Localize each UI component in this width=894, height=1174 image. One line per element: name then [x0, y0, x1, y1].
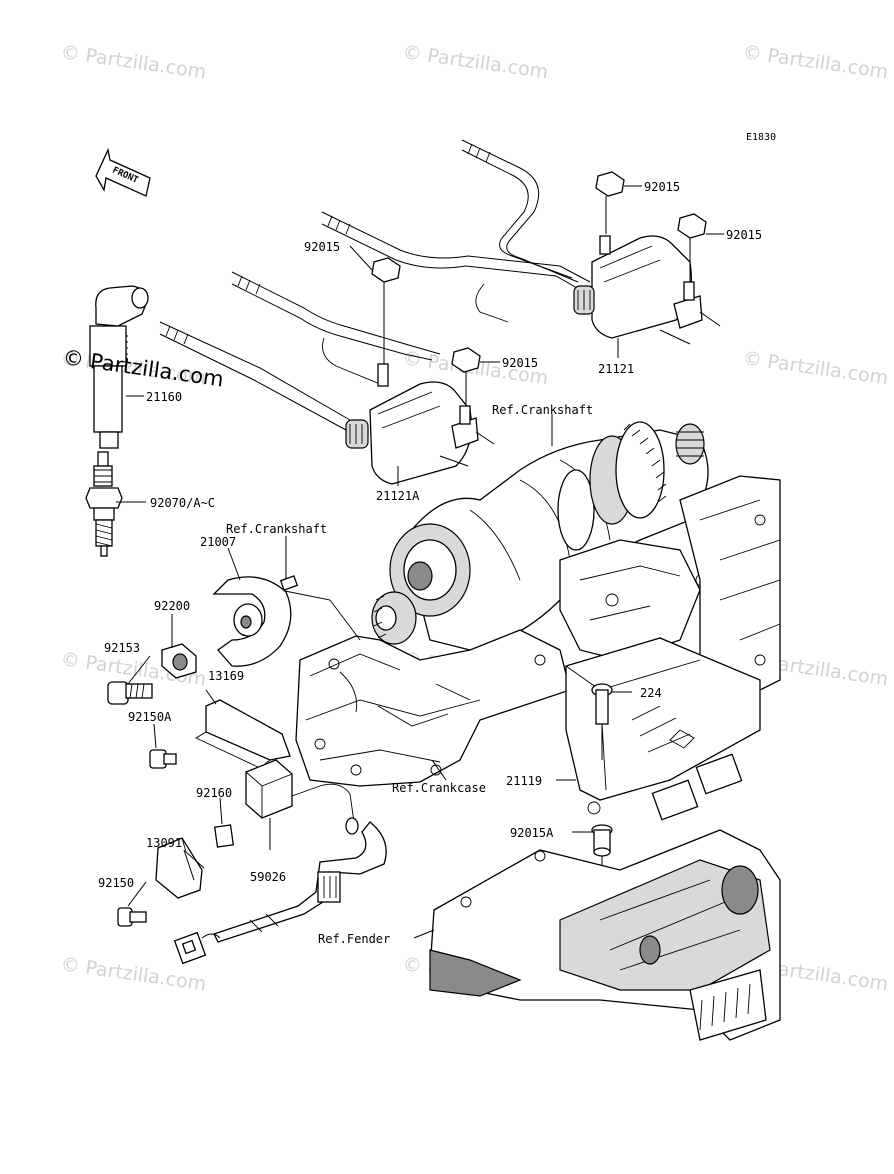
callout-21160: 21160 — [146, 390, 182, 404]
callout-92015: 92015 — [644, 180, 680, 194]
watermark: © Partzilla.com — [741, 41, 889, 83]
callout-92015A: 92015A — [510, 826, 554, 840]
nut-icon — [371, 257, 401, 283]
nut-icon — [677, 213, 707, 239]
nut-icon — [451, 347, 481, 373]
ref-crankcase-label: Ref.Crankcase — [392, 781, 486, 795]
callout-13091: 13091 — [146, 836, 182, 850]
callout-92070: 92070/A~C — [150, 496, 215, 510]
callout-21007: 21007 — [200, 535, 236, 549]
callout-92153: 92153 — [104, 641, 140, 655]
spark-plug-leads — [159, 139, 591, 431]
nut-92200 — [161, 643, 197, 679]
pad-92160 — [213, 824, 235, 848]
spark-plug-92070 — [85, 451, 123, 557]
bolt-224 — [591, 683, 613, 760]
callout-92160: 92160 — [196, 786, 232, 800]
callout-21121: 21121 — [598, 362, 634, 376]
nut-icon — [595, 171, 625, 197]
callout-92200: 92200 — [154, 599, 190, 613]
watermark: © Partzilla.com — [401, 41, 549, 83]
rear-fender — [429, 829, 781, 1041]
timing-rotor-21007 — [212, 576, 292, 667]
callout-21119: 21119 — [506, 774, 542, 788]
igniter-21119 — [565, 637, 761, 821]
ref-fender-label: Ref.Fender — [318, 932, 390, 946]
watermark: © Partzilla.com — [59, 41, 207, 83]
front-arrow-icon: FRONT — [95, 147, 151, 197]
bolt-92153 — [107, 681, 153, 705]
callout-21121A: 21121A — [376, 489, 420, 503]
callout-92015: 92015 — [502, 356, 538, 370]
callout-92015: 92015 — [726, 228, 762, 242]
diagram-code: E1830 — [746, 132, 776, 143]
screw-92150 — [117, 907, 147, 927]
ignition-coil-21121A — [345, 363, 495, 485]
pickup-coil-59026 — [245, 759, 359, 835]
wiring-harness — [173, 821, 387, 965]
ref-crankshaft-label: Ref.Crankshaft — [226, 522, 327, 536]
crankshaft — [371, 421, 709, 651]
bracket-13091 — [155, 837, 205, 899]
callout-labels: 92015 92015 92015 92015 21121 21121A 211… — [98, 180, 762, 946]
plug-cap-21160 — [89, 285, 149, 449]
bracket-13169 — [195, 699, 291, 769]
dark-watermark: © Partzilla.com — [61, 345, 225, 391]
callout-92150A: 92150A — [128, 710, 172, 724]
leader-lines — [116, 185, 724, 939]
callout-59026: 59026 — [250, 870, 286, 884]
nut-92015-group — [371, 171, 707, 406]
callout-224: 224 — [640, 686, 662, 700]
screw-92150A — [149, 749, 177, 769]
ignition-coil-21121 — [573, 235, 721, 345]
callout-92015: 92015 — [304, 240, 340, 254]
ref-crankshaft-label: Ref.Crankshaft — [492, 403, 593, 417]
callout-13169: 13169 — [208, 669, 244, 683]
callout-92150: 92150 — [98, 876, 134, 890]
watermark: © Partzilla.com — [741, 347, 889, 389]
